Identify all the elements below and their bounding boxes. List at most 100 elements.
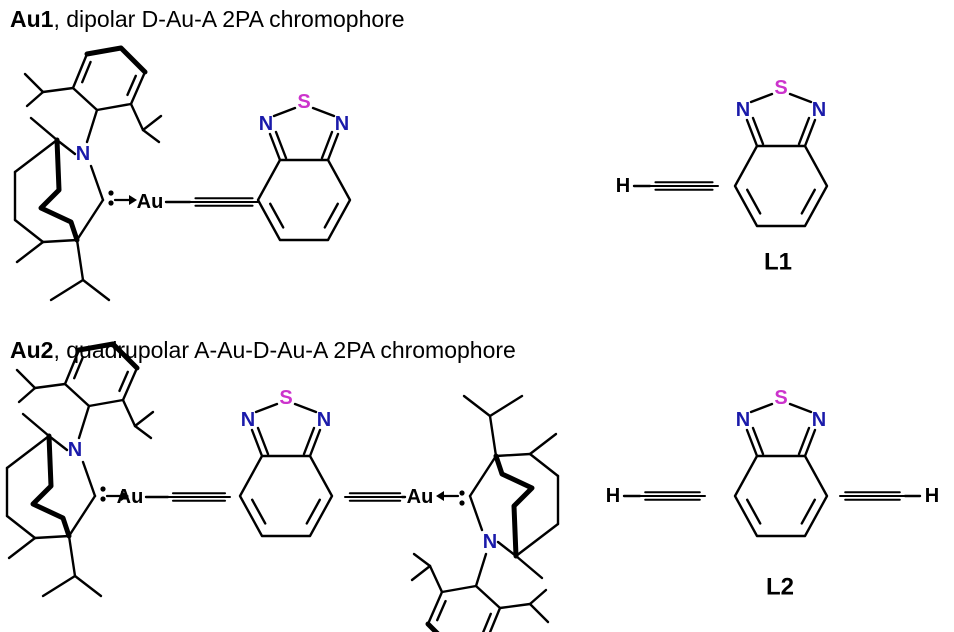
n-s-bond (749, 402, 774, 414)
dative-arrow-head (436, 491, 444, 501)
caption-au1-description: , dipolar D-Au-A 2PA chromophore (53, 6, 405, 32)
bond-layer (5, 45, 922, 632)
methyl-bond (7, 536, 37, 560)
n-aryl-bond (474, 552, 488, 588)
n-aryl-bond (85, 108, 99, 144)
c-n-double-bond (745, 428, 759, 458)
lone-pair-dot (108, 200, 114, 206)
aromatic-double-bond (800, 498, 817, 525)
aromatic-double-bond (268, 202, 285, 229)
bicyclic-bridge-bond (493, 453, 535, 559)
gold-atom: Au (407, 486, 434, 508)
aromatic-double-bond (323, 202, 340, 229)
aryl-ring-bold-edge (425, 621, 440, 632)
isopropyl-bond (73, 574, 103, 598)
lone-pair-dot (100, 496, 106, 502)
aryl-isopropyl-bond (412, 552, 432, 568)
sulfur-atom: S (297, 91, 310, 113)
lone-pair-dot (459, 500, 465, 506)
aryl-isopropyl-bond (410, 564, 432, 582)
c-n-double-bond (308, 428, 322, 458)
aromatic-double-bond (745, 188, 762, 215)
n-s-bond (272, 106, 297, 118)
aryl-isopropyl-bond (129, 102, 145, 132)
c-n-double-bond (751, 116, 765, 146)
aryl-isopropyl-bond (528, 588, 548, 606)
c-n-double-bond (320, 130, 334, 160)
aryl-isopropyl-bond (428, 564, 444, 594)
aryl-isopropyl-bond (15, 368, 37, 390)
c-n-double-bond (268, 132, 282, 162)
ring-bond (67, 494, 97, 538)
carbene-n-bond (81, 460, 97, 498)
methyl-bond (514, 554, 544, 580)
n-s-bond (788, 402, 813, 414)
ring-bond (528, 452, 560, 478)
aryl-isopropyl-bond (141, 128, 161, 144)
dative-arrow-head (129, 195, 137, 205)
compound-label-l2: L2 (766, 574, 794, 601)
ring-bond (13, 218, 45, 244)
lone-pair-dot (108, 190, 114, 196)
aryl-isopropyl-bond (121, 398, 137, 428)
n-c-bond (55, 138, 77, 156)
c-n-double-bond (250, 428, 264, 458)
nitrogen-atom: N (259, 113, 273, 135)
aryl-double-bond (81, 60, 92, 84)
nitrogen-atom: N (812, 99, 826, 121)
nitrogen-atom: N (68, 439, 82, 461)
aryl-ring (426, 584, 502, 632)
n-s-bond (788, 92, 813, 104)
aryl-isopropyl-bond (33, 382, 67, 390)
c-n-double-bond (302, 426, 316, 456)
isopropyl-bond (49, 278, 85, 302)
nitrogen-atom: N (736, 409, 750, 431)
n-s-bond (311, 106, 336, 118)
bicyclic-bridge-bond (30, 433, 72, 539)
aryl-ring-bold-edge (84, 45, 148, 75)
carbene-n-bond (89, 164, 105, 202)
compound-label-au2: Au2 (10, 337, 54, 363)
hydrogen-atom: H (616, 175, 630, 197)
isopropyl-bond (75, 238, 85, 282)
carbene-n-bond (468, 494, 484, 532)
c-n-double-bond (745, 118, 759, 148)
n-aryl-bond (77, 404, 91, 440)
n-s-bond (749, 92, 774, 104)
benzene-ring (733, 144, 829, 228)
aryl-double-bond (436, 599, 447, 622)
ring-bond (13, 138, 59, 174)
ring-bond (33, 534, 71, 540)
aryl-isopropyl-bond (17, 386, 37, 404)
sulfur-atom: S (279, 387, 292, 409)
aryl-isopropyl-bond (133, 410, 155, 428)
dative-arrow-head (121, 491, 129, 501)
aryl-isopropyl-bond (25, 90, 45, 108)
bicyclic-bridge-bond (38, 137, 80, 243)
c-n-double-bond (751, 426, 765, 456)
c-n-double-bond (326, 132, 340, 162)
nitrogen-atom: N (317, 409, 331, 431)
benzene-ring (733, 454, 829, 538)
aryl-double-bond (118, 370, 129, 393)
isopropyl-bond (488, 394, 524, 418)
ring-bond (494, 452, 532, 458)
aromatic-double-bond (745, 498, 762, 525)
c-n-double-bond (803, 118, 817, 148)
isopropyl-bond (41, 574, 77, 598)
hydrogen-atom: H (925, 485, 939, 507)
aryl-isopropyl-bond (23, 72, 45, 94)
aryl-double-bond (73, 356, 84, 380)
hydrogen-atom: H (606, 485, 620, 507)
aryl-isopropyl-bond (141, 114, 163, 132)
n-c-bond (47, 434, 69, 452)
isopropyl-bond (67, 534, 77, 578)
compound-label-l1: L1 (764, 249, 792, 276)
ring-bond (75, 198, 105, 242)
ring-bond (468, 454, 498, 498)
n-c-bond (496, 540, 518, 558)
aryl-ring-bold-edge (76, 341, 140, 371)
c-n-double-bond (803, 428, 817, 458)
